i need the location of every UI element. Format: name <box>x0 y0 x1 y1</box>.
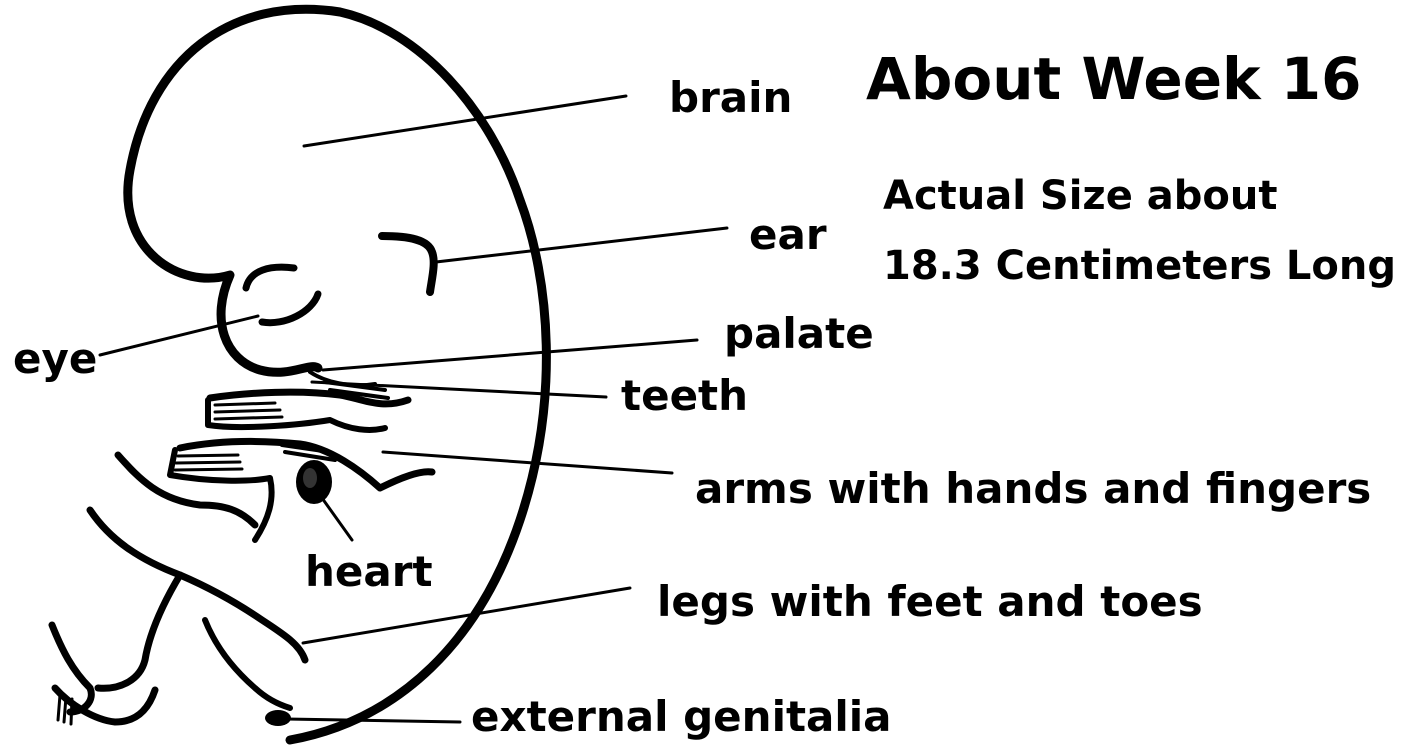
leader-heart <box>322 498 352 540</box>
leader-genitalia <box>286 719 460 722</box>
label-ear: ear <box>749 214 827 256</box>
label-teeth: teeth <box>621 375 748 417</box>
eye-upper <box>246 267 294 288</box>
label-brain: brain <box>669 77 792 119</box>
ear-shape <box>382 236 434 292</box>
leader-palate <box>323 340 697 370</box>
label-palate: palate <box>724 313 874 355</box>
heart-highlight <box>303 468 317 488</box>
shading-lower <box>282 445 335 460</box>
diagram-title: About Week 16 <box>866 50 1362 108</box>
upper-fingers <box>215 403 282 419</box>
label-arms: arms with hands and fingers <box>695 468 1371 510</box>
leader-legs <box>303 588 630 643</box>
leader-ear <box>436 228 727 262</box>
size-caption-line-1: Actual Size about <box>883 176 1277 216</box>
label-heart: heart <box>305 551 433 593</box>
inner-arm-stroke <box>118 455 255 525</box>
size-caption-line-2: 18.3 Centimeters Long <box>883 246 1396 286</box>
leg-upper <box>90 510 305 660</box>
label-genitalia: external genitalia <box>471 696 892 738</box>
label-eye: eye <box>13 338 97 380</box>
eye-lower <box>262 294 318 323</box>
leg-lower <box>98 575 180 688</box>
label-legs: legs with feet and toes <box>657 581 1203 623</box>
lower-fingers <box>175 455 242 470</box>
